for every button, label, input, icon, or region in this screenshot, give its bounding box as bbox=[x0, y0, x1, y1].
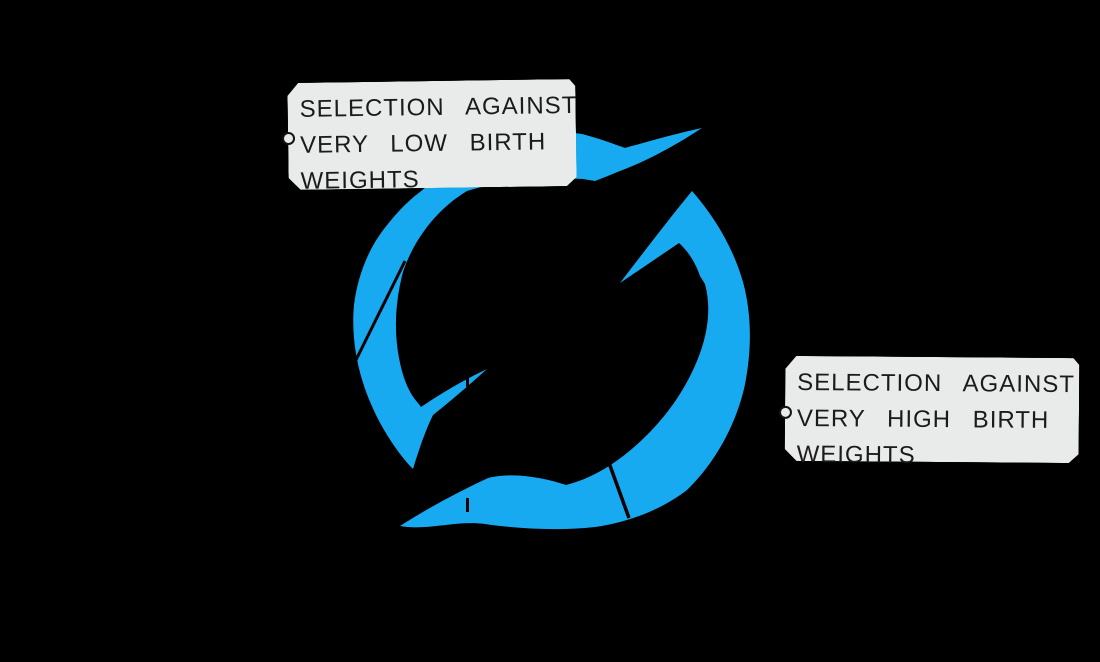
hidden-curve-segment-left bbox=[349, 260, 407, 371]
low-birth-weight-selection-arrow-icon bbox=[353, 128, 702, 469]
label-text-line: VERY LOW BIRTH bbox=[299, 128, 547, 159]
label-high-birth-weights: SELECTION AGAINST VERY HIGH BIRTH WEIGHT… bbox=[778, 356, 1080, 469]
label-text-line: SELECTION AGAINST bbox=[299, 91, 578, 123]
label-text-line: SELECTION AGAINST bbox=[797, 368, 1076, 399]
label-connector-dot-icon bbox=[281, 131, 296, 146]
label-low-birth-weights: SELECTION AGAINST VERY LOW BIRTH WEIGHTS bbox=[281, 79, 578, 195]
label-text-line: WEIGHTS bbox=[796, 440, 916, 469]
label-text-line: WEIGHTS bbox=[300, 166, 420, 195]
hidden-curve-segment-right bbox=[602, 448, 631, 519]
high-birth-weight-selection-arrow-icon bbox=[400, 191, 750, 530]
label-connector-dot-icon bbox=[778, 405, 793, 419]
label-text-line: VERY HIGH BIRTH bbox=[796, 404, 1050, 434]
